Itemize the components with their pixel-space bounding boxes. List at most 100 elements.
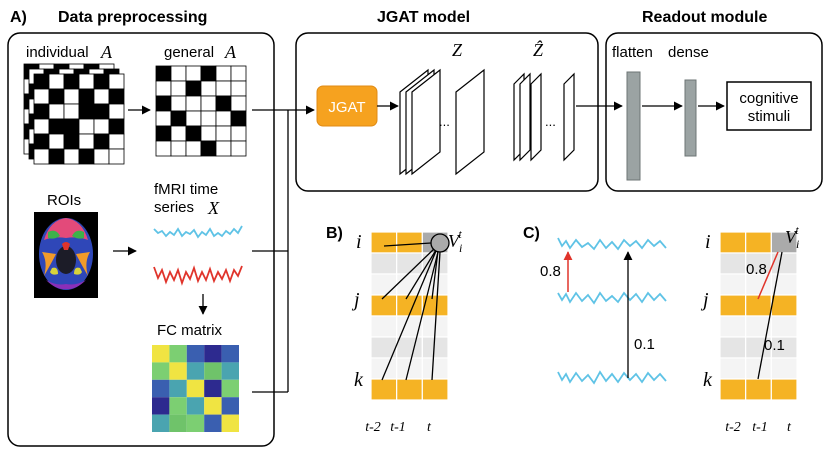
fc-matrix-cell [152,345,170,363]
panel-a-frame [7,32,275,447]
dense-label: dense [668,44,709,61]
grid-cell [770,378,798,401]
grid-cell [370,273,398,296]
matrix-cell [170,140,187,157]
matrix-cell [78,133,95,150]
grid-cell [719,378,747,401]
timeseries-wave-blue [153,225,243,239]
panel-c-weight-high: 0.8 [540,263,561,280]
matrix-cell [108,148,125,165]
matrix-cell [108,103,125,120]
panel-b-edges [381,242,441,381]
panel-b-node-label: Vit [448,227,462,255]
matrix-cell [93,133,110,150]
panel-c-grid-weight-high: 0.8 [746,261,767,278]
fc-matrix-cell [221,379,239,398]
matrix-cell [185,125,202,142]
jgat-block-label: JGAT [328,99,365,116]
z-layer-stack [399,68,485,176]
grid-cell [719,336,747,359]
fc-matrix-cell [152,362,170,380]
panel-c-grid-black-edge [757,251,783,380]
fc-matrix-cell [152,414,170,432]
matrix-cell [33,118,50,135]
grid-cell [719,315,747,338]
matrix-cell [93,148,110,165]
fc-matrix-cell [186,379,205,398]
grid-cell [719,231,747,254]
panel-b-label: B) [326,225,343,242]
matrix-cell [215,110,232,127]
matrix-cell [93,118,110,135]
matrix-cell [63,118,80,135]
grid-cell [370,294,398,317]
rois-brain-image [34,212,98,298]
output-line1: cognitive [739,90,798,107]
matrix-cell [33,133,50,150]
matrix-cell [48,73,65,90]
panel-b-col-t-1: t-1 [390,420,406,435]
zhat-layer-stack [513,72,575,162]
grid-cell [770,252,798,275]
fc-matrix-cell [221,414,239,432]
matrix-cell [230,80,247,97]
matrix-cell [63,133,80,150]
fc-matrix-cell [204,414,222,432]
output-line2: stimuli [748,108,791,125]
fc-matrix-cell [221,362,239,380]
fc-matrix-cell [186,345,205,363]
matrix-cell [78,103,95,120]
matrix-cell [48,133,65,150]
general-matrix-symbol: A [224,42,237,62]
general-matrix [155,65,247,157]
fc-matrix-cell [204,362,222,380]
matrix-cell [78,88,95,105]
matrix-cell [155,95,172,112]
panel-c-waves [557,237,667,385]
fc-matrix-cell [169,345,187,363]
matrix-cell [78,73,95,90]
matrix-cell [78,118,95,135]
grid-cell [770,357,798,380]
panel-c-weight-low: 0.1 [634,336,655,353]
panel-b-col-t: t [427,420,432,435]
fc-matrix-cell [221,345,239,363]
timeseries-wave-red [153,265,243,286]
panel-c-row-j: j [700,289,709,311]
grid-cell [370,252,398,275]
jgat-title: JGAT model [377,9,470,26]
grid-cell [719,252,747,275]
grid-cell [719,357,747,380]
panel-c-col-t-2: t-2 [725,420,741,435]
matrix-cell [185,140,202,157]
matrix-cell [63,103,80,120]
dense-layer [684,79,697,157]
grid-cell [421,336,449,359]
matrix-cell [33,148,50,165]
matrix-cell [155,80,172,97]
matrix-cell [185,110,202,127]
rois-label: ROIs [47,192,81,209]
matrix-cell [170,80,187,97]
z-ellipsis: ... [439,114,450,129]
matrix-cell [170,65,187,82]
panel-c-row-i: i [705,231,711,253]
panel-c-col-t-1: t-1 [752,420,768,435]
panel-a-label: A) [10,9,27,26]
matrix-cell [48,88,65,105]
matrix-cell [108,133,125,150]
matrix-cell [200,95,217,112]
panel-c-node-label: Vit [785,223,799,251]
jgat-frame [295,32,599,192]
fmri-label-line2: series [154,199,194,216]
fc-matrix-cell [204,397,222,415]
fmri-label-line1: fMRI time [154,181,218,198]
matrix-cell [170,125,187,142]
readout-title: Readout module [642,9,767,26]
grid-cell [745,378,772,401]
matrix-cell [215,80,232,97]
matrix-cell [63,88,80,105]
fc-matrix-cell [186,414,205,432]
panel-a-title: Data preprocessing [58,9,207,26]
matrix-cell [230,140,247,157]
